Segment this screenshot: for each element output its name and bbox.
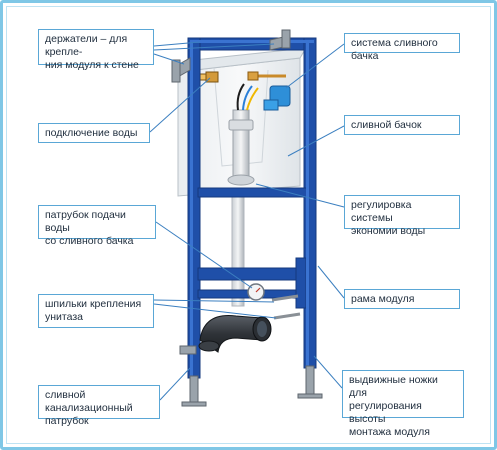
label-sewer-pipe: сливной канализационный патрубок [38, 385, 160, 427]
label-wall-holders: держатели – для крепле- ния модуля к сте… [38, 29, 154, 71]
label-module-frame: рама модуля [344, 289, 460, 309]
label-pipe-from-tank: патрубок подачи воды со сливного бачка [38, 205, 156, 247]
label-cistern-tank: сливной бачок [344, 115, 460, 135]
water-inlet [199, 71, 219, 83]
label-economy-adjust: регулировка системы экономии воды [344, 195, 460, 237]
sewer-elbow [198, 315, 272, 353]
fill-valve [247, 71, 291, 111]
adjustable-legs [179, 345, 323, 407]
control-cables [236, 83, 259, 111]
toilet-bolts [271, 294, 301, 320]
label-flush-system: система сливного бачка [344, 33, 460, 62]
frame-highlight [190, 40, 314, 376]
leader-lines [149, 41, 345, 401]
label-water-connection: подключение воды [38, 123, 150, 143]
label-adjustable-legs: выдвижные ножки для регулирования высоты… [342, 370, 464, 438]
flush-valve [227, 109, 255, 186]
label-toilet-bolts: шпильки крепления унитаза [38, 294, 154, 328]
wall-holders [171, 29, 291, 83]
inner-border [6, 6, 491, 444]
